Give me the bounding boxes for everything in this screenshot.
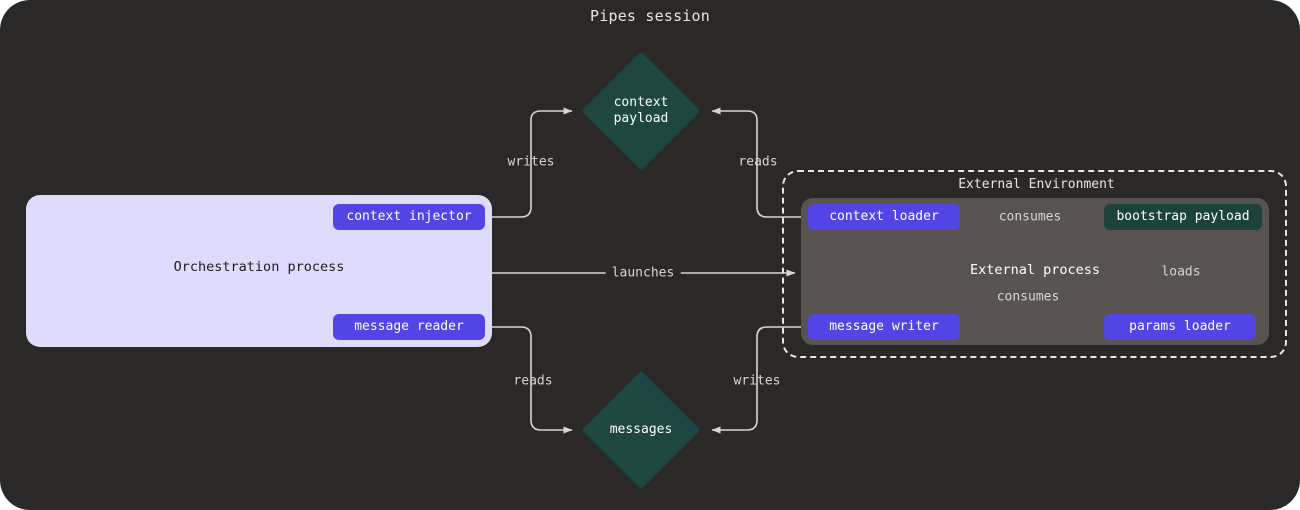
store-context-payload-line2: payload [613,111,669,126]
node-message-reader[interactable]: message reader [333,314,485,340]
store-context-payload-line1: context [613,95,669,110]
store-context-payload[interactable]: context payload [581,51,701,171]
edge-writes-context [492,107,573,218]
edge-label-loads: loads [1155,264,1207,280]
edge-label-reads-context: reads [738,154,778,170]
node-context-injector[interactable]: context injector [333,204,485,230]
store-messages-line1: messages [609,422,673,437]
orchestration-process-label: Orchestration process [173,259,345,275]
store-context-payload-label: context payload [599,69,683,153]
edge-reads-messages [492,326,573,434]
edge-label-consumes-context: consumes [992,209,1068,225]
store-messages[interactable]: messages [581,370,701,490]
edge-label-writes-context: writes [507,154,555,170]
diagram-title: Pipes session [590,7,710,25]
node-bootstrap-payload[interactable]: bootstrap payload [1104,204,1262,230]
edge-label-consumes-message: consumes [990,289,1066,305]
edge-label-reads-messages: reads [513,373,553,389]
external-environment-panel: External Environment [782,170,1287,358]
external-environment-label: External Environment [958,177,1115,192]
edge-label-writes-messages: writes [733,373,781,389]
edge-reads-context [711,107,806,218]
edge-label-launches: launches [605,265,681,281]
store-messages-label: messages [599,388,683,472]
edge-writes-messages [711,326,806,434]
node-params-loader[interactable]: params loader [1104,314,1256,340]
external-process-label: External process [969,262,1101,278]
node-context-loader[interactable]: context loader [808,204,960,230]
node-message-writer[interactable]: message writer [808,314,960,340]
